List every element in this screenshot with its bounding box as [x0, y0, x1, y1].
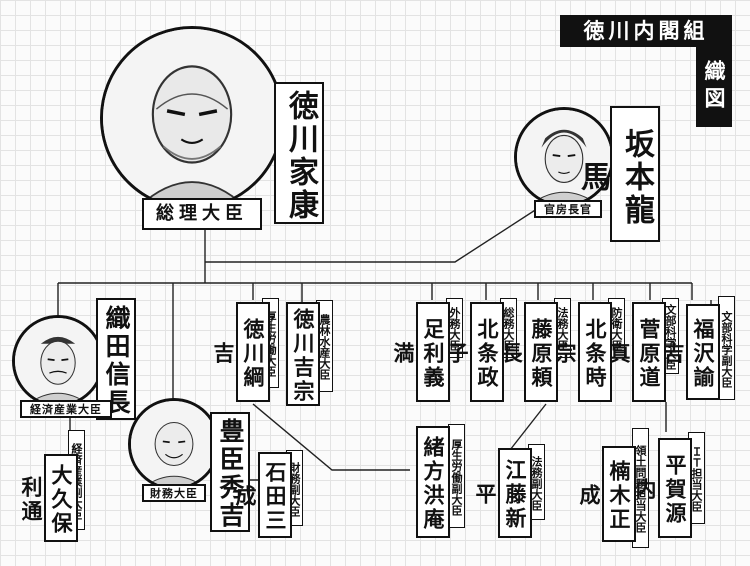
- title-line-1: 徳川内閣組: [560, 15, 732, 47]
- yoshimitsu-role: 外務大臣: [446, 298, 463, 358]
- hideyoshi-role: 財務大臣: [142, 484, 206, 502]
- michizane-name: 菅原道真: [607, 302, 666, 402]
- yukichi-role: 文部科学副大臣: [718, 296, 735, 400]
- yoshimune-role: 農林水産大臣: [316, 300, 333, 392]
- yoshimune-name: 徳川吉宗: [286, 302, 320, 406]
- nobunaga-portrait: [12, 315, 104, 407]
- tokimune-name: 北条時宗: [553, 302, 612, 402]
- connector-line: [205, 204, 544, 263]
- ieyasu-role: 総理大臣: [142, 198, 262, 230]
- yorinaga-name: 藤原頼長: [499, 302, 558, 402]
- ieyasu-name: 徳川家康: [274, 82, 324, 224]
- ryoma-name: 坂本龍馬: [575, 106, 660, 242]
- ieyasu-portrait: [100, 26, 284, 210]
- connector-line: [509, 403, 547, 451]
- shinpei-name: 江藤新平: [473, 448, 532, 538]
- ogata-role: 厚生労働副大臣: [448, 424, 465, 528]
- ryoma-role: 官房長官: [534, 200, 602, 218]
- tsunayoshi-name: 徳川綱吉: [211, 302, 270, 402]
- ogata-name: 緒方洪庵: [416, 426, 450, 538]
- okubo-name: 大久保利通: [19, 454, 78, 542]
- yoshimitsu-name: 足利義満: [391, 302, 450, 402]
- mitsunari-name: 石田三成: [233, 452, 292, 538]
- hideyoshi-name: 豊臣秀吉: [210, 412, 250, 532]
- gennai-name: 平賀源内: [633, 438, 692, 538]
- masashige-name: 楠木正成: [577, 446, 636, 542]
- connector-line: [252, 403, 410, 471]
- tokimune-role: 防衛大臣: [608, 298, 625, 358]
- title-block: 徳川内閣組 織図: [560, 15, 732, 127]
- masako-name: 北条政子: [445, 302, 504, 402]
- hideyoshi-portrait: [128, 398, 220, 490]
- title-line-2: 織図: [696, 47, 732, 127]
- nobunaga-name: 織田信長: [96, 298, 136, 420]
- nobunaga-role: 経済産業大臣: [20, 400, 112, 418]
- yukichi-name: 福沢諭吉: [661, 304, 720, 400]
